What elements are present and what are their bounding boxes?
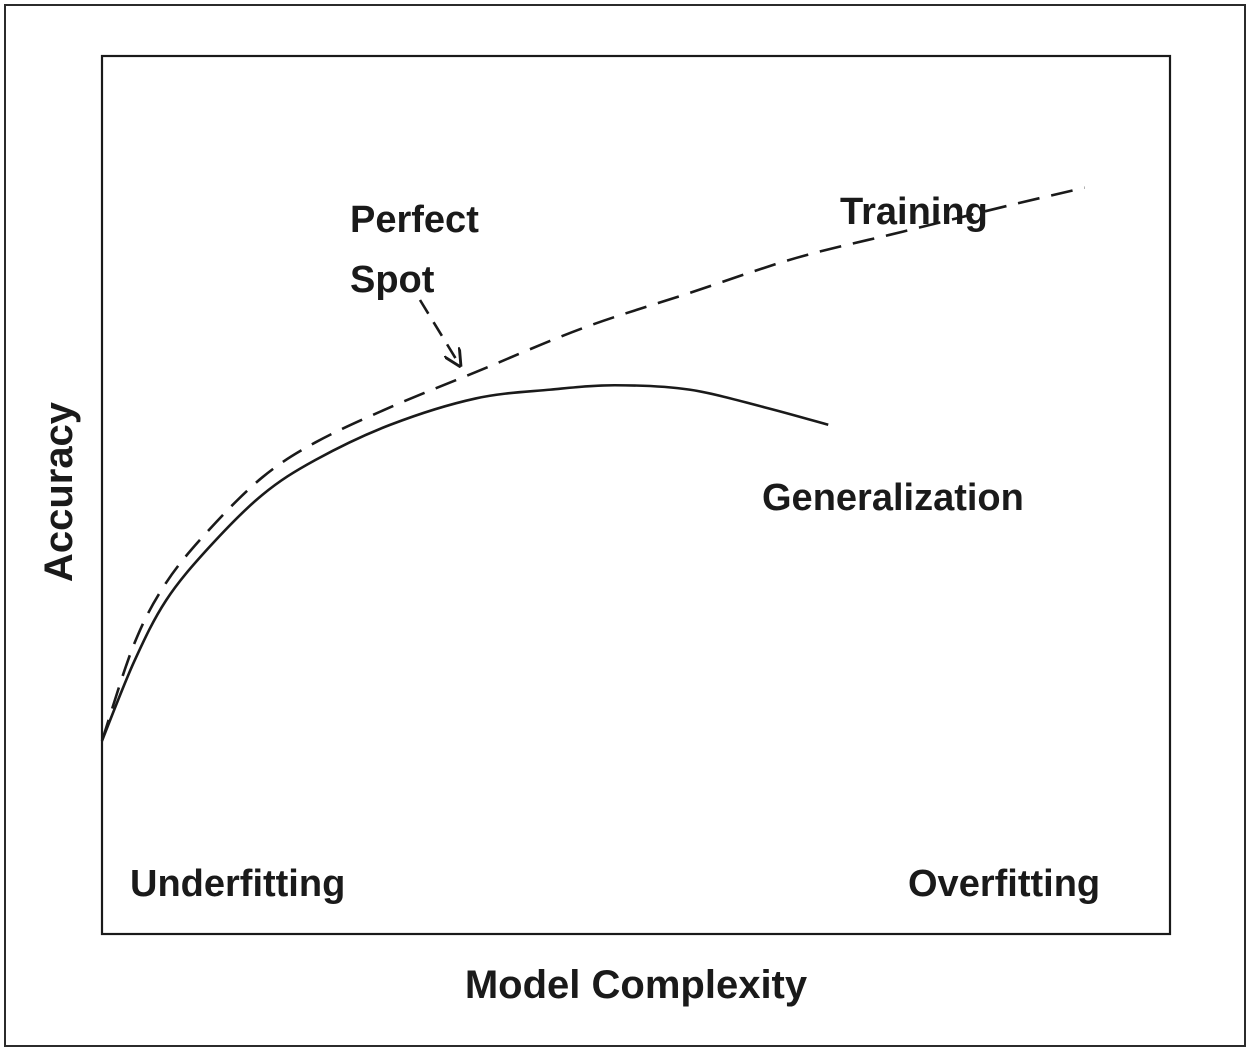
series-line-generalization xyxy=(100,383,829,742)
series-label-training: Training xyxy=(840,191,988,233)
annotation-underfitting: Underfitting xyxy=(130,863,345,905)
x-axis-label: Model Complexity xyxy=(465,963,808,1007)
perfect-spot-arrow xyxy=(418,299,459,364)
series-line-training xyxy=(100,186,1085,742)
outer-frame xyxy=(4,4,1246,1047)
series-label-generalization: Generalization xyxy=(762,477,1024,519)
annotation-perfect: Perfect xyxy=(350,199,479,241)
annotation-spot: Spot xyxy=(350,259,435,301)
annotation-overfitting: Overfitting xyxy=(908,863,1100,905)
plot-area xyxy=(100,54,1172,936)
y-axis-label: Accuracy xyxy=(37,401,81,582)
